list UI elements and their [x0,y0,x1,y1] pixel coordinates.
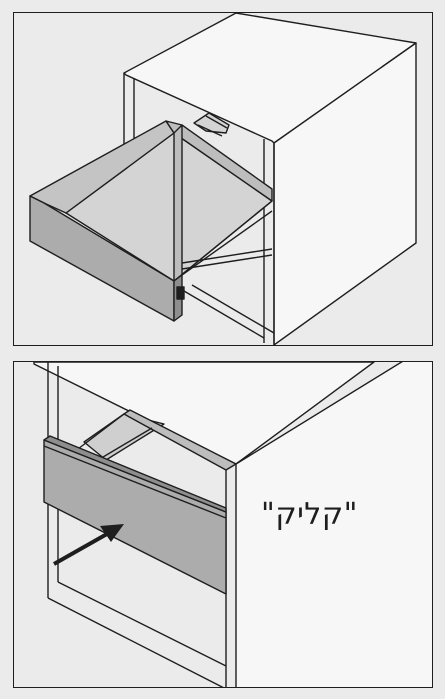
step-two-illustration [33,362,432,687]
cabinet-bottom-edge-2 [191,284,275,334]
step-one-illustration [29,13,417,345]
cabinet-bottom-inner [57,581,227,667]
drawer-back-wall [123,409,237,471]
drawer-right-wall [173,124,183,282]
step-two-panel: "קליק" [13,361,433,688]
push-arrow-head [100,524,124,542]
release-latch [176,286,185,300]
push-arrow-shaft [53,528,115,566]
drawer-front-panel [43,439,227,595]
cabinet-side [235,362,432,687]
cabinet-bottom-edge [183,290,265,339]
drawer-runner [193,112,230,134]
click-sound-label: "קליק" [261,497,358,532]
drawer-front-edge [43,435,227,513]
cabinet-bottom-outer [47,597,224,687]
drawer-back-wall [165,120,273,202]
step-one-panel [13,12,433,346]
